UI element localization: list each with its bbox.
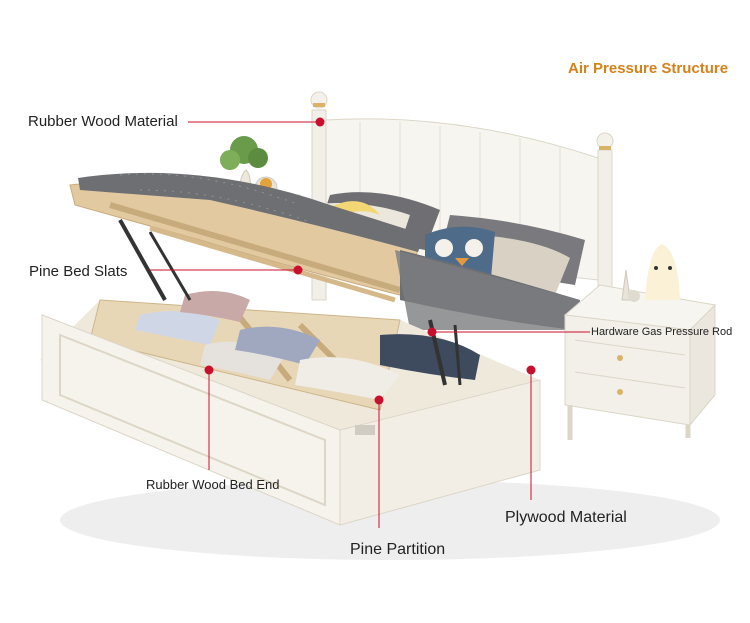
- marker-bed-end: [204, 365, 214, 375]
- leader-lines: [150, 121, 590, 528]
- marker-pine-slats: [293, 265, 303, 275]
- right-nightstand: [563, 244, 717, 440]
- mattress-right: [395, 250, 580, 330]
- label-rubber-wood-bed-end: Rubber Wood Bed End: [146, 477, 280, 492]
- marker-pine-partition: [374, 395, 384, 405]
- bed-frame: [40, 291, 541, 526]
- page-title: Air Pressure Structure: [568, 60, 729, 77]
- marker-rubber-wood: [315, 117, 325, 127]
- label-pine-partition: Pine Partition: [350, 541, 446, 558]
- floor-shadow: [60, 480, 720, 560]
- label-pine-bed-slats: Pine Bed Slats: [29, 263, 128, 280]
- label-hardware-gas-pressure-rod: Hardware Gas Pressure Rod: [591, 326, 733, 338]
- label-rubber-wood-material: Rubber Wood Material: [28, 113, 178, 130]
- marker-plywood: [526, 365, 536, 375]
- label-plywood-material: Plywood Material: [505, 509, 627, 526]
- lifted-lid: [69, 172, 425, 303]
- callout-markers: [204, 117, 536, 405]
- marker-gas-rod: [427, 327, 437, 337]
